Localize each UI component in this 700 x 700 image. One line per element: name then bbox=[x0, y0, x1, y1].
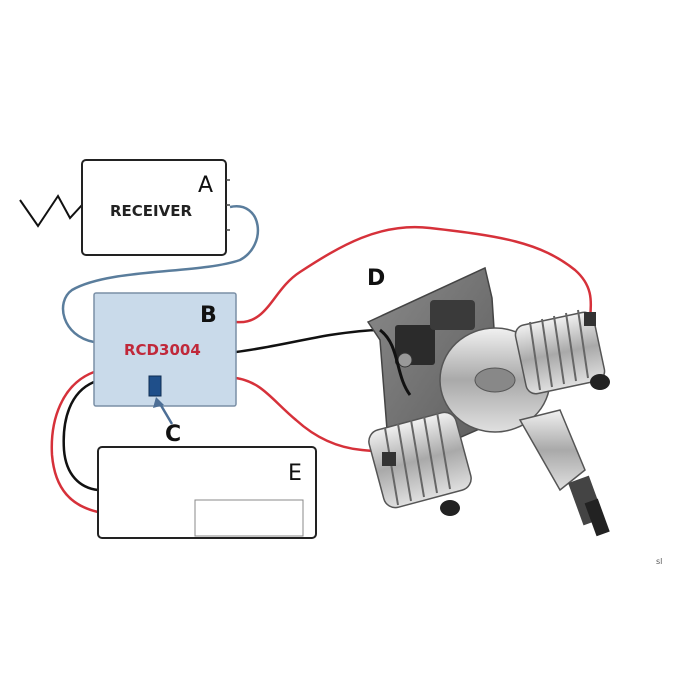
battery-box: E bbox=[97, 446, 317, 539]
propeller-shaft bbox=[518, 409, 610, 537]
corner-mark: sl bbox=[656, 557, 662, 566]
black-wire-to-sensor bbox=[235, 328, 381, 354]
cylinder-right bbox=[514, 309, 610, 395]
switch-jack bbox=[148, 375, 162, 397]
receiver-lead-wire bbox=[61, 205, 260, 344]
black-battery-wire bbox=[62, 380, 99, 492]
controller-model-label: RCD3004 bbox=[124, 341, 201, 359]
controller-letter: B bbox=[200, 303, 217, 328]
receiver-box: A RECEIVER bbox=[81, 159, 230, 256]
receiver-label: RECEIVER bbox=[110, 202, 192, 220]
receiver-letter: A bbox=[198, 173, 213, 198]
switch-pointer-head bbox=[153, 397, 164, 408]
battery-letter: E bbox=[288, 461, 302, 486]
cylinder-left bbox=[368, 411, 472, 516]
red-wire-to-top-cylinder bbox=[235, 225, 593, 324]
antenna-wire bbox=[19, 194, 83, 228]
engine-letter: D bbox=[367, 266, 385, 291]
twin-cylinder-engine bbox=[366, 266, 610, 537]
switch-letter: C bbox=[165, 422, 181, 447]
ignition-controller: B RCD3004 bbox=[93, 292, 237, 407]
red-battery-wire bbox=[50, 370, 99, 514]
